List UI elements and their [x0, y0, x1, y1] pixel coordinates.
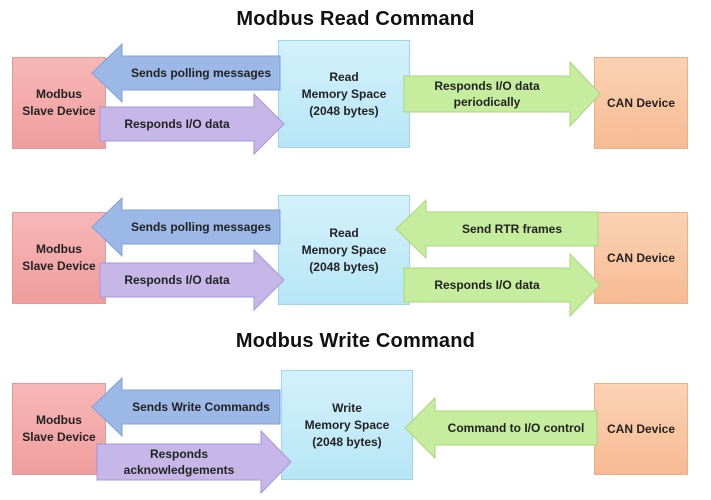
command-to-io-control-arrow: Command to I/O control	[404, 396, 598, 460]
arrow-label: Command to I/O control	[447, 421, 585, 435]
can-device-box: CAN Device	[594, 383, 688, 475]
modbus-slave-device-box: Modbus Slave Device	[12, 57, 106, 149]
can-device-box: CAN Device	[594, 212, 688, 304]
read-memory-space-box: Read Memory Space (2048 bytes)	[278, 195, 410, 305]
write-command-title: Modbus Write Command	[235, 330, 476, 352]
responds-acknowledgements-arrow: Responds acknowledgements	[96, 429, 292, 495]
arrow-label: Responds I/O data	[434, 278, 540, 292]
write-memory-space-box: Write Memory Space (2048 bytes)	[281, 370, 413, 480]
read-command-title: Modbus Read Command	[236, 8, 475, 30]
arrow-label: Sends Write Commands	[132, 400, 270, 414]
arrow-label: Responds I/O data	[124, 117, 230, 131]
modbus-slave-device-box: Modbus Slave Device	[12, 212, 106, 304]
responds-io-data-arrow: Responds I/O data	[99, 92, 285, 156]
arrow-label: Responds I/O data periodically	[434, 79, 540, 109]
arrow-label: Sends polling messages	[130, 66, 272, 80]
responds-io-data-arrow: Responds I/O data	[99, 248, 285, 312]
responds-io-data-periodically-arrow: Responds I/O data periodically	[403, 60, 601, 128]
arrow-label: Send RTR frames	[461, 222, 563, 236]
send-rtr-frames-arrow: Send RTR frames	[395, 198, 599, 260]
arrow-label: Sends polling messages	[130, 220, 272, 234]
sends-polling-messages-arrow: Sends polling messages	[91, 196, 281, 258]
can-device-box: CAN Device	[594, 57, 688, 149]
arrow-label: Responds acknowledgements	[123, 447, 235, 477]
sends-polling-messages-arrow: Sends polling messages	[91, 42, 281, 104]
responds-io-data-arrow: Responds I/O data	[403, 252, 601, 318]
arrow-label: Responds I/O data	[124, 273, 230, 287]
modbus-slave-device-box: Modbus Slave Device	[12, 383, 106, 475]
sends-write-commands-arrow: Sends Write Commands	[91, 376, 281, 438]
read-memory-space-box: Read Memory Space (2048 bytes)	[278, 40, 410, 148]
